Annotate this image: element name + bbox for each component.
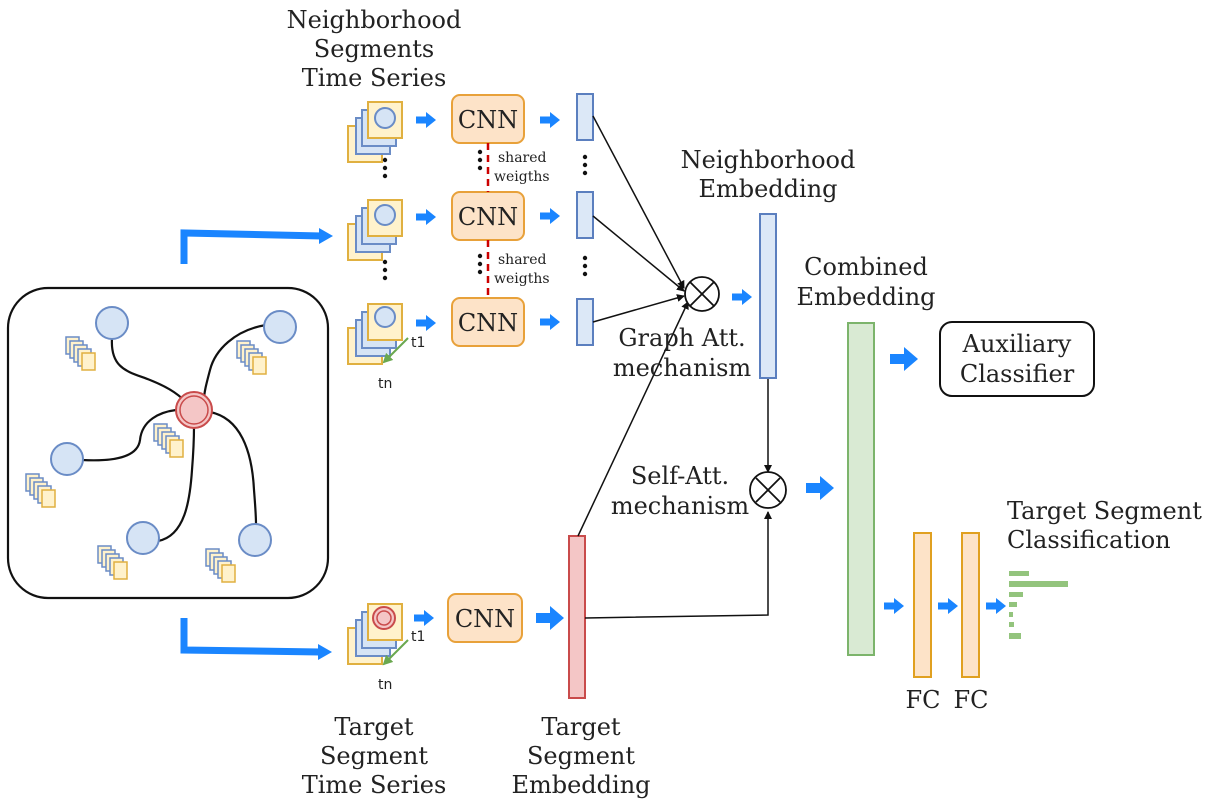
neighbor-time-series-stack	[347, 101, 403, 163]
shared-weights-label: weigths	[494, 169, 550, 185]
svg-text:CNN: CNN	[458, 203, 518, 231]
graph-node	[263, 310, 297, 344]
fc-layer	[961, 532, 980, 678]
flow-arrow	[890, 347, 918, 371]
t1-label: t1	[411, 629, 425, 645]
tn-label: tn	[378, 376, 392, 392]
self-attention-label: Self-Att.	[631, 462, 729, 490]
attention-link	[592, 294, 685, 323]
graph-edge	[209, 410, 258, 525]
time-axis-arrow	[382, 639, 409, 666]
target-embedding-label: Target	[541, 713, 620, 741]
flow-arrow	[540, 314, 560, 330]
target-branch-arrow	[180, 618, 321, 656]
target-node	[175, 391, 213, 429]
fc-label: FC	[953, 686, 988, 714]
auxiliary-classifier-label: Classifier	[960, 360, 1075, 388]
svg-text:CNN: CNN	[455, 605, 515, 633]
auxiliary-classifier-label: Auxiliary	[962, 330, 1072, 358]
neighborhood-embedding-label: Neighborhood	[681, 146, 856, 174]
attention-link	[592, 115, 685, 289]
combined-embedding-label: Embedding	[796, 283, 935, 311]
graph-node	[126, 521, 160, 555]
neighborhood-time-series-label: Segments	[314, 35, 434, 63]
time-axis-arrow	[382, 337, 409, 364]
target-embedding-label: Segment	[527, 742, 635, 770]
neighbor-time-series-stack	[347, 303, 403, 365]
t1-label: t1	[411, 335, 425, 351]
cnn-block: CNN	[451, 297, 525, 347]
shared-weights-label: shared	[498, 150, 547, 166]
flow-arrow	[416, 209, 436, 225]
graph-node	[238, 523, 272, 557]
flow-arrow	[414, 610, 434, 626]
graph-edge	[202, 323, 267, 401]
neighborhood-embedding	[759, 213, 777, 379]
target-branch-arrow-head	[318, 644, 332, 660]
auxiliary-classifier-box	[939, 321, 1095, 397]
cnn-block: CNN	[451, 94, 525, 144]
flow-arrow	[806, 476, 834, 500]
cnn-block: CNN	[447, 593, 523, 643]
graph-attention-label: mechanism	[613, 354, 752, 382]
flow-arrow	[884, 598, 904, 614]
graph-attention-label: Graph Att.	[618, 324, 745, 352]
graph-attention-operator	[684, 276, 720, 312]
combined-embedding	[847, 322, 875, 656]
svg-text:CNN: CNN	[458, 106, 518, 134]
neighbor-segment-embedding	[576, 93, 594, 141]
neighbor-segment-embedding	[576, 191, 594, 239]
fc-label: FC	[905, 686, 940, 714]
flow-arrow	[536, 606, 564, 630]
svg-text:CNN: CNN	[458, 309, 518, 337]
vertical-ellipsis	[382, 149, 588, 281]
target-classification-label: Target Segment	[1007, 497, 1202, 525]
target-embedding-label: Embedding	[511, 771, 650, 799]
flow-arrow	[986, 598, 1006, 614]
tn-label: tn	[378, 677, 392, 693]
neighborhood-embedding-label: Embedding	[698, 175, 837, 203]
neighborhood-time-series-label: Neighborhood	[287, 6, 462, 34]
graph-node	[50, 442, 84, 476]
neighbor-time-series-stack	[347, 199, 403, 261]
target-segment-embedding	[568, 535, 586, 699]
target-time-series-stack	[347, 603, 403, 665]
flow-arrow	[938, 598, 958, 614]
neighbor-segment-embedding	[576, 298, 594, 346]
self-attention-operator	[749, 471, 787, 509]
flow-arrow	[732, 289, 752, 305]
target-time-series-label: Time Series	[302, 771, 447, 799]
shared-weights-label: weigths	[494, 271, 550, 287]
flow-arrow	[416, 315, 436, 331]
target-time-series-label: Segment	[320, 742, 428, 770]
graph-edge	[81, 408, 177, 462]
neighbor-branch-arrow-head	[319, 228, 333, 244]
self-attention-label: mechanism	[611, 492, 750, 520]
shared-weights-label: shared	[498, 252, 547, 268]
attention-link	[584, 511, 772, 619]
graph-panel	[6, 286, 330, 600]
flow-arrow	[540, 112, 560, 128]
attention-link	[577, 301, 689, 537]
target-time-series-label: Target	[334, 713, 413, 741]
target-node-ring	[179, 395, 209, 425]
neighbor-branch-arrow	[180, 229, 323, 264]
cnn-block: CNN	[451, 191, 525, 241]
combined-embedding-label: Combined	[804, 253, 928, 281]
flow-arrow	[540, 208, 560, 224]
graph-node	[95, 306, 129, 340]
attention-link	[592, 215, 685, 292]
target-classification-label: Classification	[1007, 526, 1171, 554]
neighborhood-time-series-label: Time Series	[302, 64, 447, 92]
class-probability-bars	[1009, 571, 1068, 639]
fc-layer	[913, 532, 932, 678]
flow-arrow	[416, 112, 436, 128]
graph-edge	[157, 425, 196, 543]
